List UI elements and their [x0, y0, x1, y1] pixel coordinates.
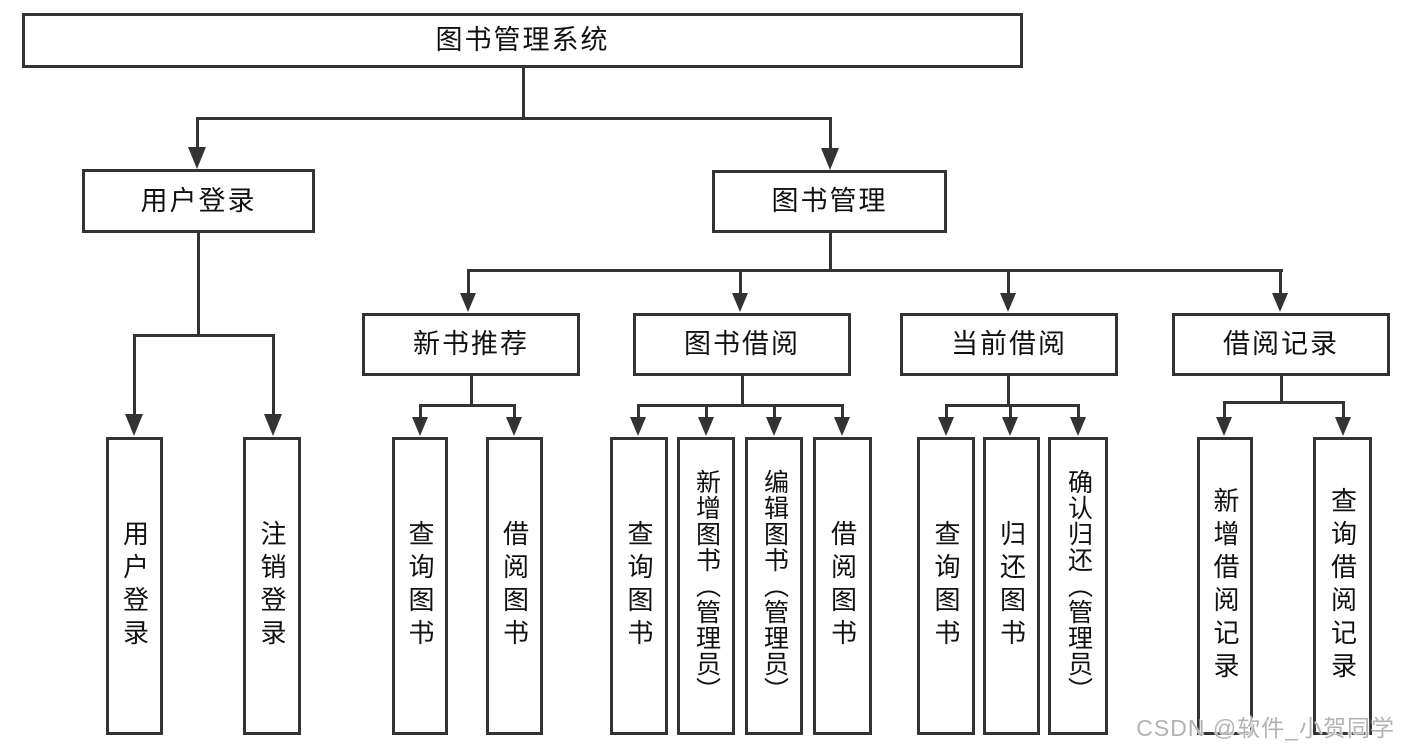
leaf-bb-borrow-books: 借阅图书	[813, 437, 872, 735]
connector-shaft-cb-confirm	[1077, 404, 1080, 419]
arrowhead-new-books	[460, 293, 476, 312]
node-current-borrow: 当前借阅	[900, 313, 1118, 376]
connector-root-stem	[522, 68, 525, 118]
connector-shaft-user-login	[196, 117, 199, 149]
connector-user-login-bar	[133, 334, 274, 337]
leaf-br-add-record: 新增借阅记录	[1197, 437, 1253, 735]
connector-shaft-new-books	[467, 269, 470, 295]
connector-shaft-bb-borrow	[841, 404, 844, 419]
arrowhead-book-borrow	[732, 293, 748, 312]
connector-shaft-logout	[272, 334, 275, 416]
connector-user-login-stem	[197, 233, 200, 336]
arrowhead-login	[125, 414, 143, 436]
connector-shaft-br-query	[1342, 401, 1345, 419]
leaf-logout: 注销登录	[243, 437, 301, 735]
arrowhead-bb-query	[630, 417, 646, 436]
arrowhead-borrow-records	[1272, 293, 1288, 312]
leaf-cb-confirm-return-admin: 确认归还（管理员）	[1048, 437, 1108, 735]
connector-book-mgmt-stem	[829, 233, 832, 272]
leaf-nb-borrow-books: 借阅图书	[486, 437, 543, 735]
connector-shaft-cb-return	[1009, 404, 1012, 419]
connector-shaft-login	[133, 334, 136, 416]
arrowhead-cb-confirm	[1070, 417, 1086, 436]
node-root: 图书管理系统	[22, 13, 1023, 68]
leaf-user-login: 用户登录	[106, 437, 163, 735]
node-user-login: 用户登录	[82, 169, 315, 233]
leaf-nb-query-books: 查询图书	[392, 437, 448, 735]
node-book-borrow: 图书借阅	[633, 313, 851, 376]
connector-shaft-book-mgmt	[829, 117, 832, 149]
arrowhead-nb-query	[412, 417, 428, 436]
connector-shaft-current-borrow	[1007, 269, 1010, 295]
csdn-watermark: CSDN @软件_小贺同学	[1136, 715, 1395, 741]
connector-shaft-br-add	[1223, 401, 1226, 419]
arrowhead-current-borrow	[1000, 293, 1016, 312]
connector-shaft-borrow-records	[1279, 269, 1282, 295]
connector-book-borrow-stem	[741, 376, 744, 407]
connector-shaft-nb-query	[419, 404, 422, 419]
arrowhead-cb-query	[938, 417, 954, 436]
connector-shaft-book-borrow	[739, 269, 742, 295]
connector-shaft-bb-add	[705, 404, 708, 419]
arrowhead-bb-borrow	[834, 417, 850, 436]
connector-borrow-records-bar	[1223, 401, 1345, 404]
node-new-books: 新书推荐	[362, 313, 580, 376]
connector-shaft-bb-query	[637, 404, 640, 419]
connector-new-books-bar	[419, 404, 516, 407]
connector-shaft-nb-borrow	[513, 404, 516, 419]
leaf-bb-edit-books-admin: 编辑图书（管理员）	[745, 437, 803, 735]
leaf-bb-add-books-admin: 新增图书（管理员）	[677, 437, 735, 735]
node-book-mgmt: 图书管理	[712, 170, 947, 233]
connector-current-borrow-stem	[1007, 376, 1010, 407]
connector-book-borrow-bar	[637, 404, 844, 407]
connector-shaft-bb-edit	[773, 404, 776, 419]
leaf-br-query-record: 查询借阅记录	[1313, 437, 1372, 735]
arrowhead-bb-edit	[766, 417, 782, 436]
connector-book-mgmt-bar	[467, 269, 1283, 272]
connector-borrow-records-stem	[1280, 375, 1283, 403]
connector-shaft-cb-query	[945, 404, 948, 419]
arrowhead-book-mgmt	[821, 148, 839, 170]
arrowhead-br-query	[1335, 417, 1351, 436]
arrowhead-logout	[264, 414, 282, 436]
arrowhead-br-add	[1216, 417, 1232, 436]
node-borrow-records: 借阅记录	[1172, 313, 1390, 376]
connector-root-bar	[196, 117, 832, 120]
leaf-cb-query-books: 查询图书	[917, 437, 975, 735]
connector-new-books-stem	[470, 376, 473, 407]
connector-current-borrow-bar	[945, 404, 1080, 407]
arrowhead-user-login	[188, 147, 206, 169]
arrowhead-nb-borrow	[506, 417, 522, 436]
arrowhead-cb-return	[1002, 417, 1018, 436]
arrowhead-bb-add	[698, 417, 714, 436]
leaf-bb-query-books: 查询图书	[610, 437, 668, 735]
leaf-cb-return-books: 归还图书	[983, 437, 1040, 735]
